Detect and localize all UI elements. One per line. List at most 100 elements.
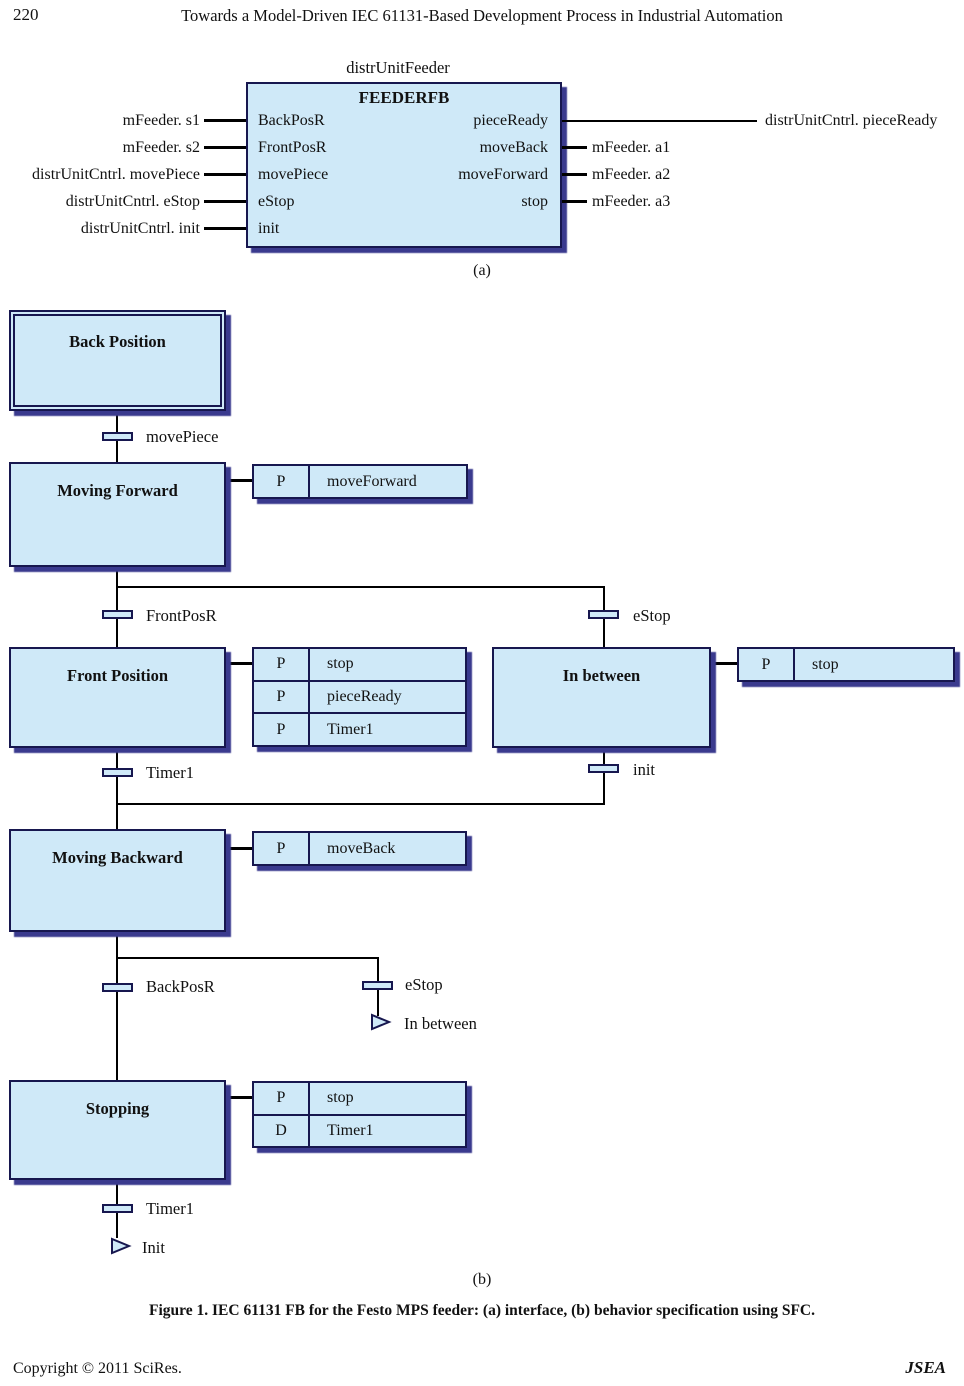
flow-line (116, 586, 605, 588)
action-block-moving-forward: P moveForward (252, 464, 468, 499)
action-connector (225, 479, 252, 482)
figure-caption: Figure 1. IEC 61131 FB for the Festo MPS… (149, 1302, 815, 1319)
fb-input-signal: mFeeder. s1 (122, 112, 200, 129)
action-name: stop (327, 655, 354, 673)
action-name: stop (327, 1089, 354, 1107)
action-name: Timer1 (327, 720, 374, 738)
fb-input-pin: BackPosR (258, 112, 325, 129)
fb-input-wire (204, 227, 246, 230)
page-number: 220 (13, 5, 39, 24)
fb-input-pin: movePiece (258, 166, 329, 183)
fb-output-pin: pieceReady (473, 112, 548, 129)
sfc-step-in-between: In between (492, 647, 711, 748)
flow-line (116, 567, 118, 647)
step-label: Back Position (69, 332, 166, 351)
transition-bar-init (588, 764, 619, 773)
transition-label: Timer1 (146, 763, 194, 782)
journal-abbreviation: JSEA (905, 1358, 946, 1377)
action-row: P stop (254, 1083, 465, 1114)
action-connector (710, 662, 737, 665)
fb-input-signal: mFeeder. s2 (122, 139, 200, 156)
jump-target-label: In between (404, 1014, 477, 1033)
fb-input-pin: eStop (258, 193, 295, 210)
transition-label: FrontPosR (146, 606, 217, 625)
fb-input-pin: init (258, 220, 280, 237)
fb-input-signal: distrUnitCntrl. eStop (65, 193, 200, 210)
action-qualifier: P (254, 681, 310, 713)
fb-block (246, 82, 562, 248)
sfc-diagram: Back Position Moving Forward Front Posit… (0, 290, 964, 1300)
action-row: P Timer1 (254, 712, 465, 746)
action-block-moving-backward: P moveBack (252, 831, 467, 866)
step-label: Moving Forward (57, 481, 178, 500)
jump-arrow-icon (111, 1237, 132, 1255)
sfc-step-front-position: Front Position (9, 647, 226, 748)
fb-output-wire (562, 200, 587, 203)
fb-input-wire (204, 173, 246, 176)
copyright-notice: Copyright © 2011 SciRes. (13, 1360, 182, 1377)
action-qualifier: P (254, 833, 310, 864)
action-qualifier: P (254, 1083, 310, 1114)
fb-output-wire (562, 146, 587, 149)
transition-label: init (633, 760, 656, 779)
sfc-step-back-position: Back Position (9, 310, 226, 411)
action-name: moveBack (327, 839, 396, 857)
action-name: moveForward (327, 472, 417, 490)
fb-output-pin: moveBack (479, 139, 548, 156)
action-connector (225, 847, 252, 850)
sfc-step-moving-backward: Moving Backward (9, 829, 226, 932)
fb-output-signal: mFeeder. a1 (592, 139, 671, 156)
sublabel-b: (b) (472, 1271, 492, 1288)
fb-input-wire (204, 200, 246, 203)
flow-line (116, 803, 605, 805)
fb-output-signal: mFeeder. a3 (592, 193, 671, 210)
transition-label: Timer1 (146, 1199, 194, 1218)
transition-label: BackPosR (146, 977, 215, 996)
transition-bar-timer1-mid (102, 768, 133, 777)
action-block-stopping: P stop D Timer1 (252, 1081, 467, 1148)
flow-line (116, 748, 118, 829)
fb-output-wire (562, 173, 587, 176)
action-qualifier: D (254, 1115, 310, 1146)
action-row: D Timer1 (254, 1113, 465, 1146)
step-label: In between (562, 666, 641, 685)
transition-label: movePiece (146, 427, 219, 446)
action-row: P stop (254, 649, 465, 680)
sublabel-a: (a) (473, 262, 491, 279)
action-row: P stop (739, 649, 953, 680)
jump-target-label: Init (142, 1238, 165, 1257)
transition-bar-estop-top (588, 610, 619, 619)
transition-bar-movepiece (102, 432, 133, 441)
fb-input-wire (204, 119, 246, 122)
running-head-title: Towards a Model-Driven IEC 61131-Based D… (181, 6, 783, 25)
step-label: Front Position (67, 666, 168, 685)
step-label: Stopping (85, 1099, 150, 1118)
sfc-step-moving-forward: Moving Forward (9, 462, 226, 567)
transition-label: eStop (405, 975, 443, 994)
transition-bar-frontposr (102, 610, 133, 619)
action-qualifier: P (739, 649, 795, 680)
action-row: P pieceReady (254, 679, 465, 713)
fb-output-pin: moveForward (458, 166, 548, 183)
action-row: P moveBack (254, 833, 465, 864)
flow-line (116, 957, 379, 959)
fb-interface-diagram: distrUnitFeeder FEEDERFB BackPosR FrontP… (0, 0, 964, 290)
action-name: pieceReady (327, 688, 402, 705)
action-name: Timer1 (327, 1121, 374, 1139)
flow-line (603, 748, 605, 805)
fb-instance-name: distrUnitFeeder (346, 58, 450, 77)
fb-input-pin: FrontPosR (258, 139, 327, 156)
fb-output-signal: distrUnitCntrl. pieceReady (765, 112, 938, 129)
fb-input-wire (204, 146, 246, 149)
action-name: stop (812, 655, 839, 673)
action-connector (225, 662, 252, 665)
fb-output-pin: stop (521, 193, 548, 210)
action-connector (225, 1096, 252, 1099)
action-block-front-position: P stop P pieceReady P Timer1 (252, 647, 467, 747)
action-block-in-between: P stop (737, 647, 955, 682)
action-qualifier: P (254, 714, 310, 746)
action-qualifier: P (254, 466, 310, 497)
transition-bar-backposr (102, 983, 133, 992)
step-label: Moving Backward (52, 848, 183, 867)
